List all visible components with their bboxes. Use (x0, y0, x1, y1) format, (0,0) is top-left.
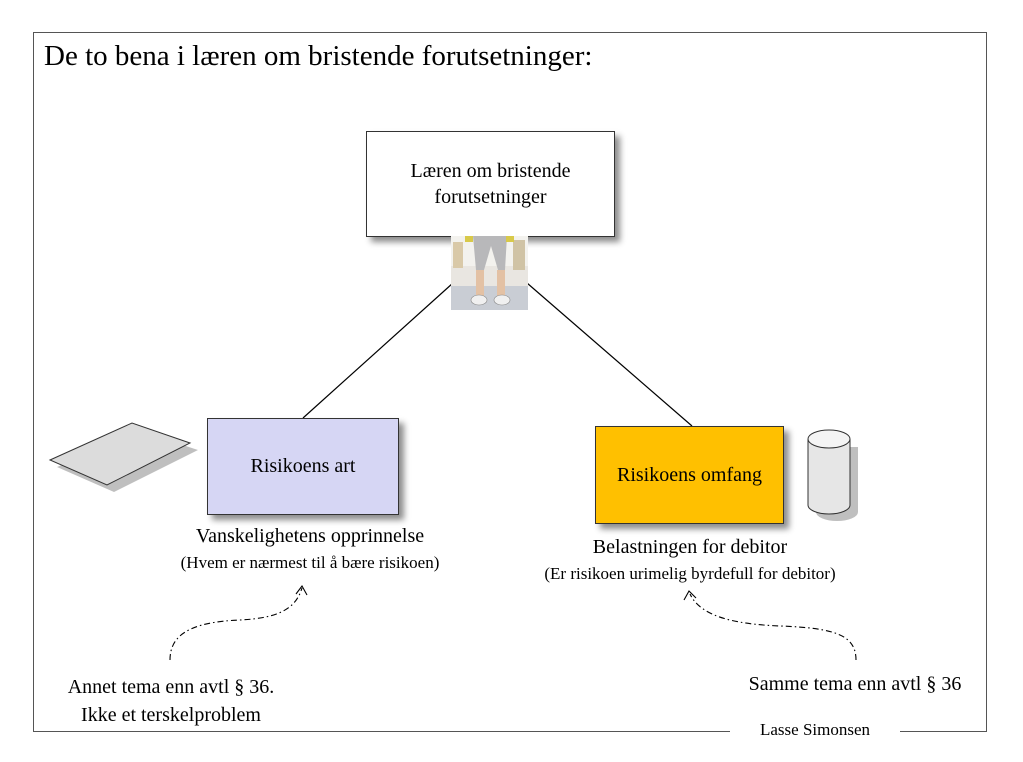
dashed-arrow-right (683, 590, 857, 661)
right-branch-heading: Belastningen for debitor (592, 536, 788, 558)
connector-left (302, 282, 454, 419)
left-branch-detail: (Hvem er nærmest til å bære risikoen) (180, 553, 440, 572)
right-branch-detail: (Er risikoen urimelig byrdefull for debi… (544, 564, 836, 583)
left-branch-note: Annet tema enn avtl § 36. Ikke et terske… (40, 673, 302, 729)
node-left: Risikoens art (207, 418, 399, 515)
dashed-arrow-left (169, 584, 308, 661)
node-top-line1: Læren om bristende (410, 160, 571, 182)
node-right: Risikoens omfang (595, 426, 784, 524)
slide-frame (33, 32, 987, 732)
right-branch-note: Samme tema enn avtl § 36 (748, 673, 962, 695)
cylinder-shape-icon (807, 429, 858, 521)
node-top: Læren om bristende forutsetninger (366, 131, 615, 237)
node-left-label: Risikoens art (250, 455, 356, 477)
connector-right (526, 282, 693, 427)
left-branch-note-line1: Annet tema enn avtl § 36. (67, 676, 275, 698)
author-footer: Lasse Simonsen (730, 720, 900, 740)
left-branch-heading: Vanskelighetens opprinnelse (195, 525, 425, 547)
slide-title: De to bena i læren om bristende forutset… (44, 40, 593, 72)
parallelogram-shape-icon (48, 422, 198, 492)
left-branch-note-line2: Ikke et terskelproblem (81, 704, 261, 726)
node-top-line2: forutsetninger (434, 186, 547, 208)
node-right-label: Risikoens omfang (617, 463, 762, 486)
legs-photo-icon (451, 236, 528, 310)
